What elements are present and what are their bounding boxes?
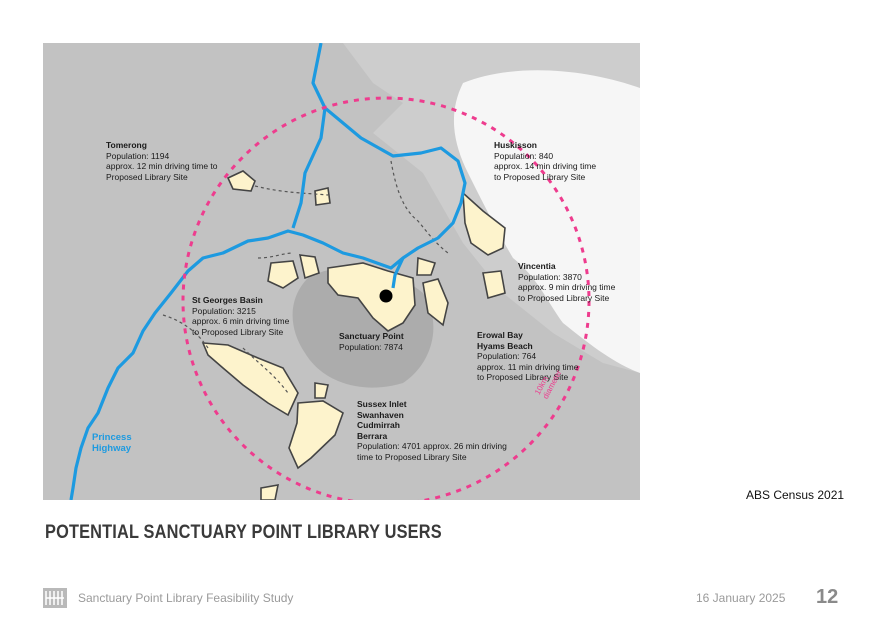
- label-erowal-bay-population: Population: 764: [477, 351, 537, 361]
- source-note: ABS Census 2021: [746, 488, 845, 502]
- page-number: 12: [816, 586, 839, 608]
- label-huskisson-population: Population: 840: [494, 150, 554, 161]
- map: Tomerong Population: 1194 approx. 12 min…: [43, 43, 640, 500]
- label-tomerong-name: Tomerong: [106, 140, 147, 150]
- sussex-inlet-area-3: [314, 382, 329, 399]
- label-sanctuary-point: Sanctuary Point Population: 7874: [339, 331, 404, 352]
- label-sanctuary-point-population: Population: 7874: [339, 341, 403, 352]
- princes-highway-line: [69, 43, 467, 500]
- erowal-bay-area: [422, 278, 449, 327]
- sussex-inlet-area-1: [201, 342, 299, 417]
- highway-label-line-2: Highway: [92, 443, 132, 454]
- label-st-georges-site: to Proposed Library Site: [192, 326, 284, 337]
- map-canvas: [43, 43, 640, 500]
- label-vincentia-population: Population: 3870: [518, 271, 582, 282]
- label-sanctuary-point-name: Sanctuary Point: [339, 331, 404, 341]
- label-vincentia-site: to Proposed Library Site: [518, 292, 610, 303]
- proposed-library-site-marker: [379, 289, 393, 303]
- label-vincentia-drive: approx. 9 min driving time: [518, 282, 616, 292]
- highway-branch-south: [291, 107, 327, 229]
- page-title: POTENTIAL SANCTUARY POINT LIBRARY USERS: [45, 522, 442, 543]
- label-tomerong-drive: approx. 12 min driving time to: [106, 161, 218, 171]
- logo-icon: [43, 588, 67, 613]
- label-tomerong-population: Population: 1194: [106, 150, 170, 161]
- label-vincentia: Vincentia Population: 3870 approx. 9 min…: [518, 261, 615, 303]
- label-sussex-inlet-site: time to Proposed Library Site: [357, 451, 467, 462]
- highway-branch-sanctuary: [391, 257, 405, 289]
- label-huskisson-drive: approx. 14 min driving time: [494, 161, 597, 171]
- label-tomerong: Tomerong Population: 1194 approx. 12 min…: [106, 140, 218, 182]
- sanctuary-point-north-area: [416, 256, 437, 276]
- vincentia-area: [482, 270, 506, 300]
- label-berrara-name: Berrara: [357, 430, 388, 441]
- label-st-georges-basin: St Georges Basin Population: 3215 approx…: [192, 295, 289, 337]
- huskisson-area: [462, 191, 506, 256]
- label-vincentia-name: Vincentia: [518, 261, 556, 271]
- tomerong-east-area: [314, 187, 331, 206]
- st-georges-area-2: [298, 254, 320, 280]
- label-sussex-inlet-name: Sussex Inlet: [357, 399, 407, 409]
- settlements: [201, 170, 506, 500]
- berrara-area: [260, 484, 280, 500]
- label-erowal-bay-name: Erowal Bay: [477, 330, 523, 340]
- label-sussex-inlet-population: Population: 4701 approx. 26 min driving: [357, 441, 507, 451]
- sussex-inlet-area-2: [288, 400, 344, 470]
- label-huskisson: Huskisson Population: 840 approx. 14 min…: [494, 140, 596, 182]
- label-tomerong-site: Proposed Library Site: [106, 171, 188, 182]
- label-erowal-bay-drive: approx. 11 min driving time: [477, 361, 579, 372]
- highway-label: Princess Highway: [92, 432, 132, 454]
- label-hyams-beach-name: Hyams Beach: [477, 340, 533, 351]
- tomerong-area: [226, 170, 256, 192]
- local-roads: [162, 160, 449, 394]
- label-swanhaven-name: Swanhaven: [357, 409, 404, 420]
- highway-label-line-1: Princess: [92, 432, 132, 443]
- label-erowal-bay: Erowal Bay Hyams Beach Population: 764 a…: [477, 330, 578, 383]
- st-georges-area-1: [267, 260, 299, 289]
- jervis-bay: [453, 70, 640, 373]
- label-huskisson-name: Huskisson: [494, 140, 537, 150]
- footer-document-title: Sanctuary Point Library Feasibility Stud…: [78, 591, 294, 605]
- label-sussex-inlet: Sussex Inlet Swanhaven Cudmirrah Berrara…: [357, 399, 507, 462]
- label-st-georges-population: Population: 3215: [192, 305, 256, 316]
- radius-circle: [181, 96, 591, 500]
- label-st-georges-drive: approx. 6 min driving time: [192, 316, 290, 326]
- label-huskisson-site: to Proposed Library Site: [494, 171, 586, 182]
- footer-date: 16 January 2025: [696, 591, 786, 605]
- label-st-georges-name: St Georges Basin: [192, 295, 263, 305]
- label-cudmirrah-name: Cudmirrah: [357, 420, 400, 430]
- label-erowal-bay-site: to Proposed Library Site: [477, 372, 569, 382]
